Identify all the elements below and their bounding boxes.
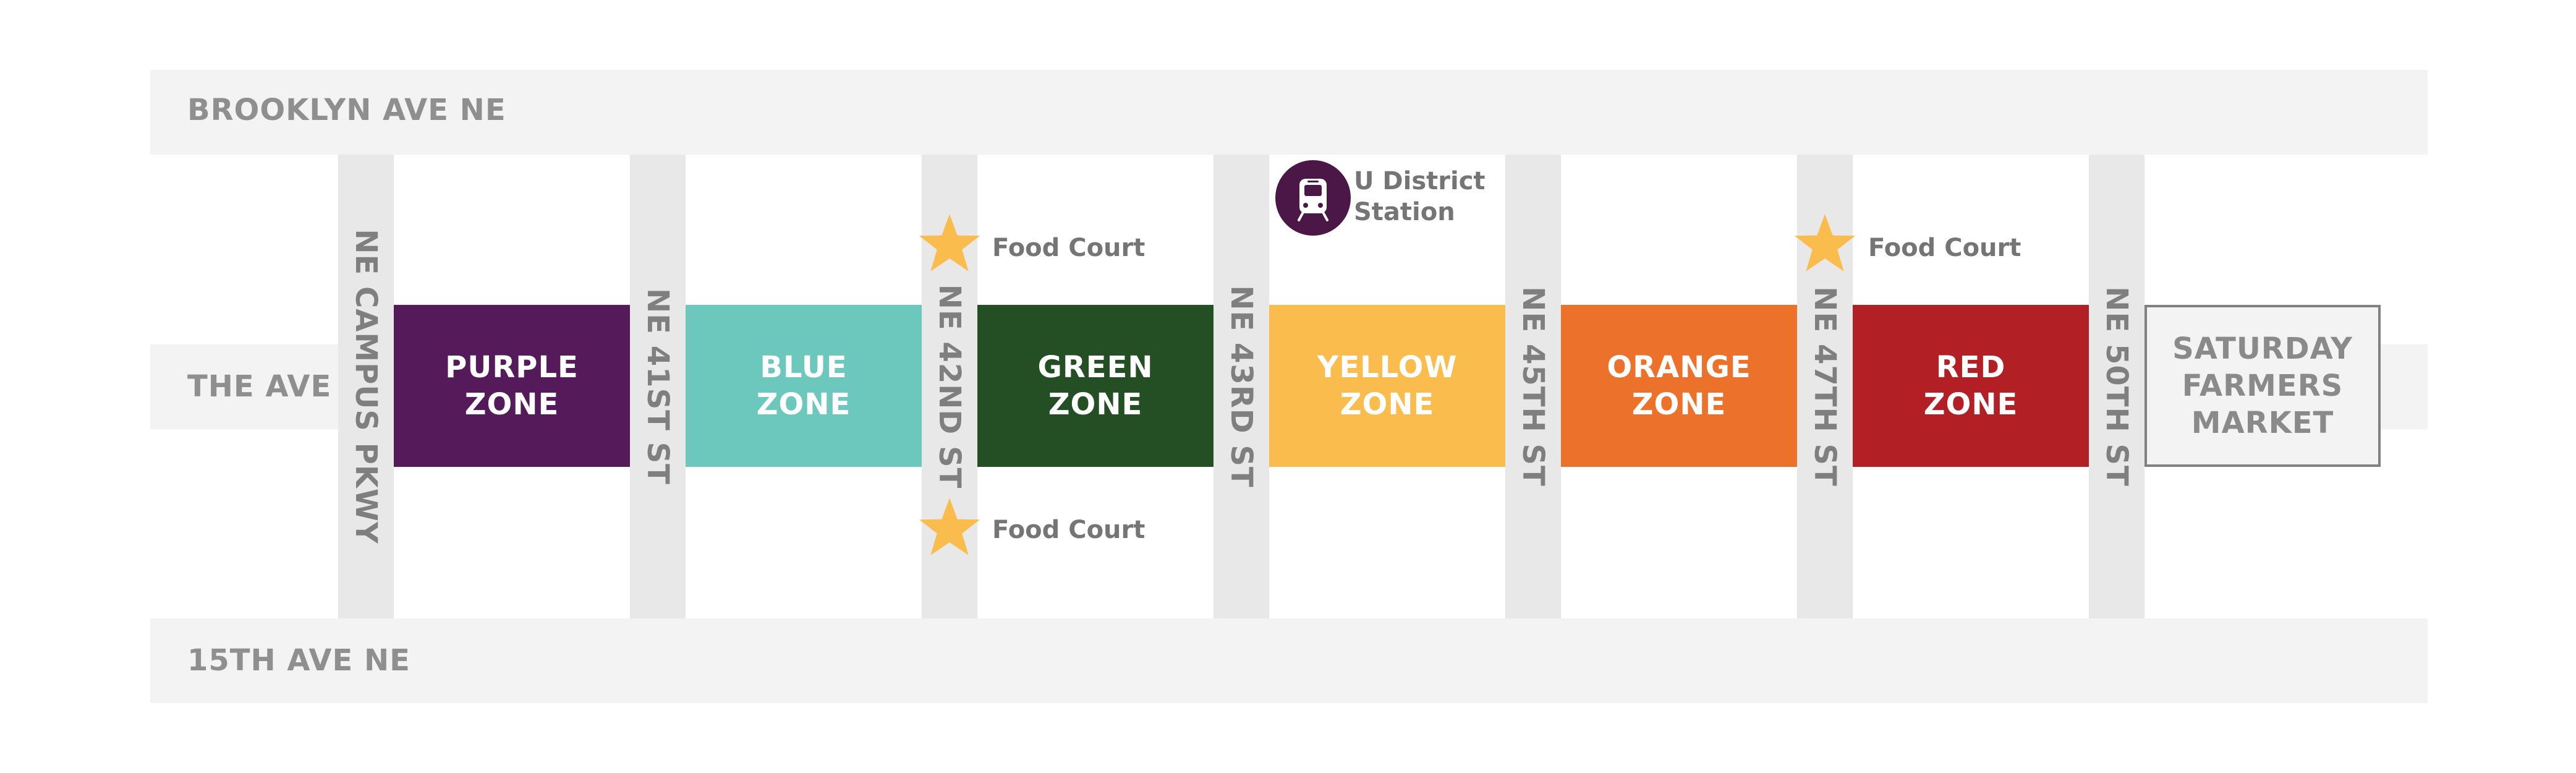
food-court-label: Food Court (992, 516, 1146, 544)
street-label: NE 42ND ST (932, 284, 967, 489)
zone-label: YELLOW ZONE (1317, 350, 1458, 422)
brooklyn-ave-road (150, 70, 2428, 155)
zone-label: GREEN ZONE (1037, 350, 1154, 422)
food-court-label: Food Court (1868, 234, 2021, 262)
brooklyn-ave-label: BROOKLYN AVE NE (187, 93, 506, 127)
15th-ave-label: 15TH AVE NE (187, 643, 410, 678)
zone-purple: PURPLE ZONE (394, 305, 630, 467)
street-ne-45th-st: NE 45TH ST (1505, 155, 1561, 618)
zone-label: PURPLE ZONE (445, 350, 579, 422)
zone-blue: BLUE ZONE (686, 305, 922, 467)
street-label: NE 43RD ST (1224, 285, 1259, 488)
street-label: NE 41ST ST (640, 288, 675, 485)
15th-ave-road (150, 618, 2428, 703)
food-court-label: Food Court (992, 234, 1146, 262)
star-icon (919, 498, 980, 555)
zone-red: RED ZONE (1853, 305, 2089, 467)
street-label: NE 45TH ST (1516, 286, 1550, 487)
street-ne-campus-pkwy: NE CAMPUS PKWY (338, 155, 394, 618)
u-district-station-label: U District Station (1354, 167, 1486, 226)
the-ave-label: THE AVE (187, 369, 332, 404)
street-ne-43rd-st: NE 43RD ST (1214, 155, 1269, 618)
star-icon (1794, 214, 1856, 271)
zone-yellow: YELLOW ZONE (1269, 305, 1505, 467)
zone-label: RED ZONE (1923, 350, 2018, 422)
zone-label: ORANGE ZONE (1607, 350, 1751, 422)
train-icon (1275, 160, 1351, 236)
market-label: SATURDAY FARMERS MARKET (2172, 331, 2353, 440)
zone-label: BLUE ZONE (756, 350, 851, 422)
street-ne-50th-st: NE 50TH ST (2089, 155, 2145, 618)
street-ne-41st-st: NE 41ST ST (630, 155, 686, 618)
street-label: NE 50TH ST (2099, 286, 2134, 487)
star-icon (919, 214, 980, 271)
street-label: NE CAMPUS PKWY (349, 229, 383, 544)
zone-orange: ORANGE ZONE (1561, 305, 1797, 467)
street-label: NE 47TH ST (1808, 286, 1842, 487)
saturday-farmers-market: SATURDAY FARMERS MARKET (2145, 305, 2381, 467)
zone-green: GREEN ZONE (977, 305, 1214, 467)
